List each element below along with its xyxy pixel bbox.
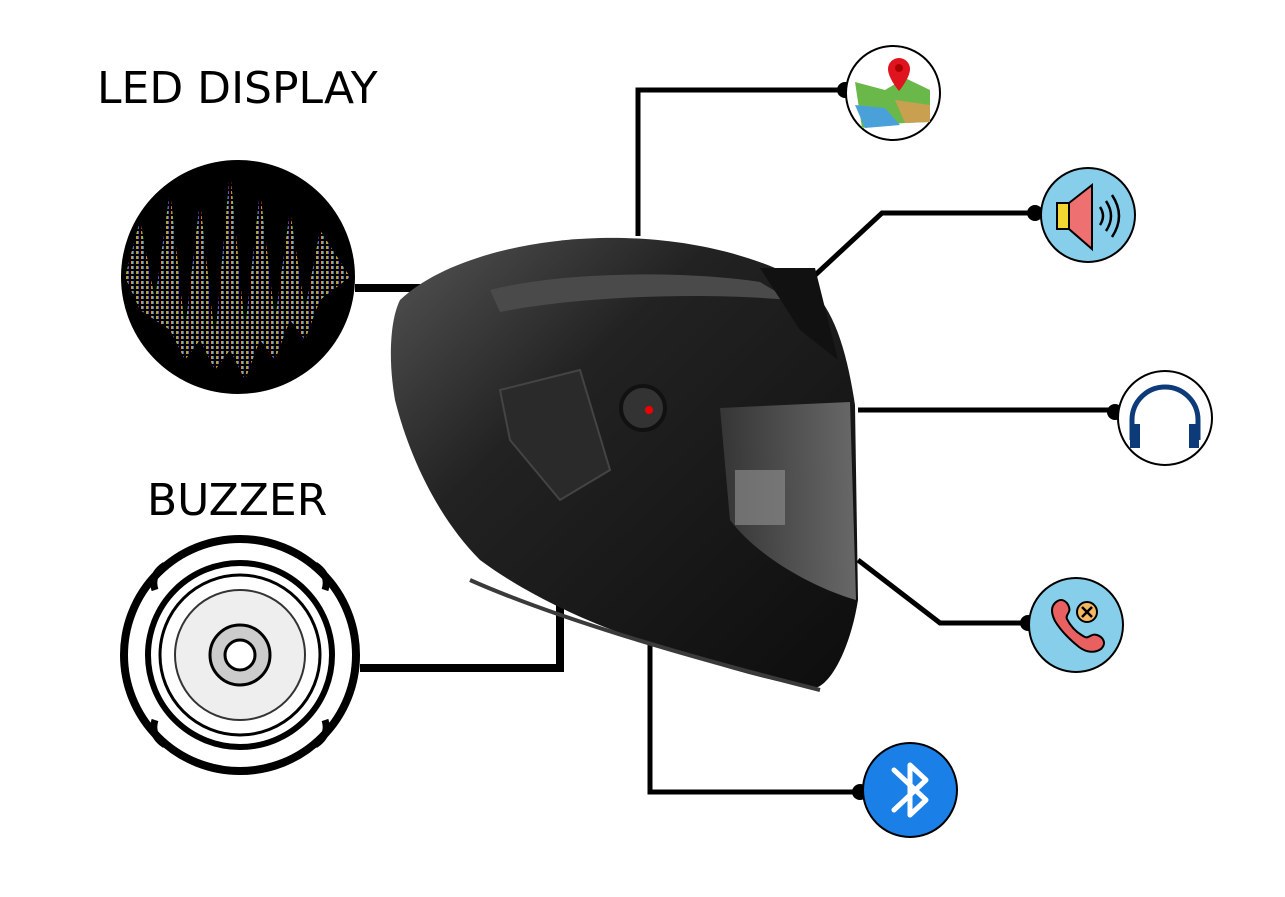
headphones-icon bbox=[1117, 370, 1213, 466]
buzzer-connector bbox=[360, 588, 564, 672]
smart-helmet-image bbox=[390, 237, 858, 692]
audio-connector bbox=[810, 210, 1035, 280]
bluetooth-connector bbox=[647, 638, 860, 795]
led-display-icon bbox=[121, 160, 355, 394]
phone-reject-icon bbox=[1028, 577, 1124, 673]
call-connector bbox=[856, 558, 1028, 626]
map-pin-icon bbox=[845, 45, 941, 141]
speaker-driver-icon bbox=[120, 535, 360, 775]
map-connector bbox=[635, 87, 845, 236]
connector-dot bbox=[1027, 205, 1043, 221]
bluetooth-icon bbox=[862, 742, 958, 838]
led-display-label: LED DISPLAY bbox=[97, 63, 378, 114]
speaker-volume-icon bbox=[1040, 167, 1136, 263]
buzzer-label: BUZZER bbox=[147, 475, 327, 526]
